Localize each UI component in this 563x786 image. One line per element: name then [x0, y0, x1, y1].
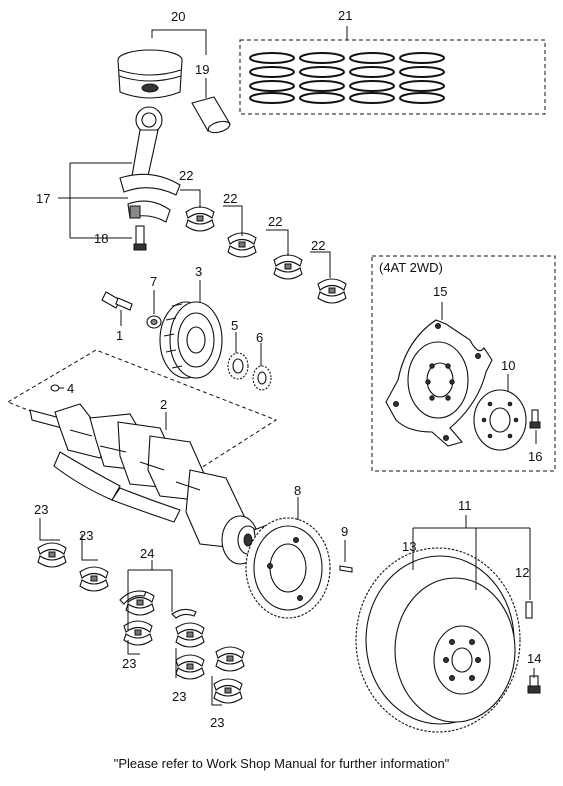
piston: [117, 49, 183, 99]
label-11: 11: [458, 498, 472, 513]
label-24: 24: [140, 546, 154, 561]
crankshaft-pulley: [159, 301, 223, 379]
label-16: 16: [528, 449, 542, 464]
adapter-plate: [473, 389, 527, 451]
conrod-bearing-shell-1: [185, 206, 215, 232]
label-15: 15: [433, 284, 447, 299]
label-1: 1: [116, 328, 123, 343]
conrod-bearing-shell-3: [273, 254, 303, 280]
label-22-a: 22: [179, 168, 193, 183]
thrust-washers: [119, 590, 197, 619]
label-3: 3: [195, 264, 202, 279]
piston-ring-top: [249, 52, 295, 104]
label-14: 14: [527, 651, 541, 666]
label-23-e: 23: [210, 715, 224, 730]
label-10: 10: [501, 358, 515, 373]
label-22-d: 22: [311, 238, 325, 253]
footer-note: "Please refer to Work Shop Manual for fu…: [113, 756, 450, 771]
flywheel: [355, 547, 521, 733]
label-23-d: 23: [172, 689, 186, 704]
label-21: 21: [338, 8, 352, 23]
main-bearing-shell-1: [37, 542, 67, 568]
main-bearing-shell-2: [79, 566, 109, 592]
crankshaft-parts-diagram: 20 19 21 17 18 22 22 22 22: [6, 8, 556, 733]
label-23-a: 23: [34, 502, 48, 517]
conrod-bearing-shell-2: [227, 232, 257, 258]
main-bearing-shell-3: [125, 590, 155, 616]
label-13: 13: [402, 539, 416, 554]
label-17: 17: [36, 191, 50, 206]
oil-pump-sprocket: [252, 365, 272, 391]
crankshaft: [29, 403, 277, 565]
piston-ring-set: [239, 39, 546, 115]
conrod-bearing-group: [185, 206, 347, 304]
pulley-bolt: [101, 291, 133, 311]
label-23-c: 23: [122, 656, 136, 671]
drive-plate-variant-box: (4AT 2WD): [371, 255, 556, 472]
main-bearing-lower-2: [175, 654, 205, 680]
flywheel-bolt: [527, 675, 541, 694]
label-23-b: 23: [79, 528, 93, 543]
label-20: 20: [171, 9, 185, 24]
pulley-washer: [146, 315, 162, 329]
variant-box-title: (4AT 2WD): [379, 260, 443, 275]
main-bearing-shell-4: [175, 622, 205, 648]
piston-ring-third: [349, 52, 395, 104]
label-8: 8: [294, 483, 301, 498]
conrod-bearing-shell-4: [317, 278, 347, 304]
connecting-rod-bolt: [133, 225, 147, 251]
label-19: 19: [195, 62, 209, 77]
drive-plate: [385, 319, 493, 447]
woodruff-key: [50, 384, 60, 392]
label-7: 7: [150, 274, 157, 289]
timing-sprocket: [227, 352, 249, 380]
label-4: 4: [67, 381, 74, 396]
main-bearing-shell-5: [215, 646, 245, 672]
label-22-c: 22: [268, 214, 282, 229]
label-5: 5: [231, 318, 238, 333]
main-bearing-lower-3: [213, 678, 243, 704]
flywheel-dowel-pin: [525, 601, 533, 619]
piston-ring-fourth: [399, 52, 445, 104]
label-2: 2: [160, 397, 167, 412]
piston-pin: [191, 96, 231, 134]
ring-gear-bolt: [339, 565, 353, 573]
label-9: 9: [341, 524, 348, 539]
piston-ring-second: [299, 52, 345, 104]
drive-plate-bolt: [529, 409, 541, 429]
main-bearing-lower-1: [123, 620, 153, 646]
label-18: 18: [94, 231, 108, 246]
connecting-rod: [119, 106, 181, 223]
main-bearing-group: [37, 542, 245, 704]
label-22-b: 22: [223, 191, 237, 206]
label-6: 6: [256, 330, 263, 345]
label-12: 12: [515, 565, 529, 580]
ring-gear-plate: [245, 517, 331, 619]
